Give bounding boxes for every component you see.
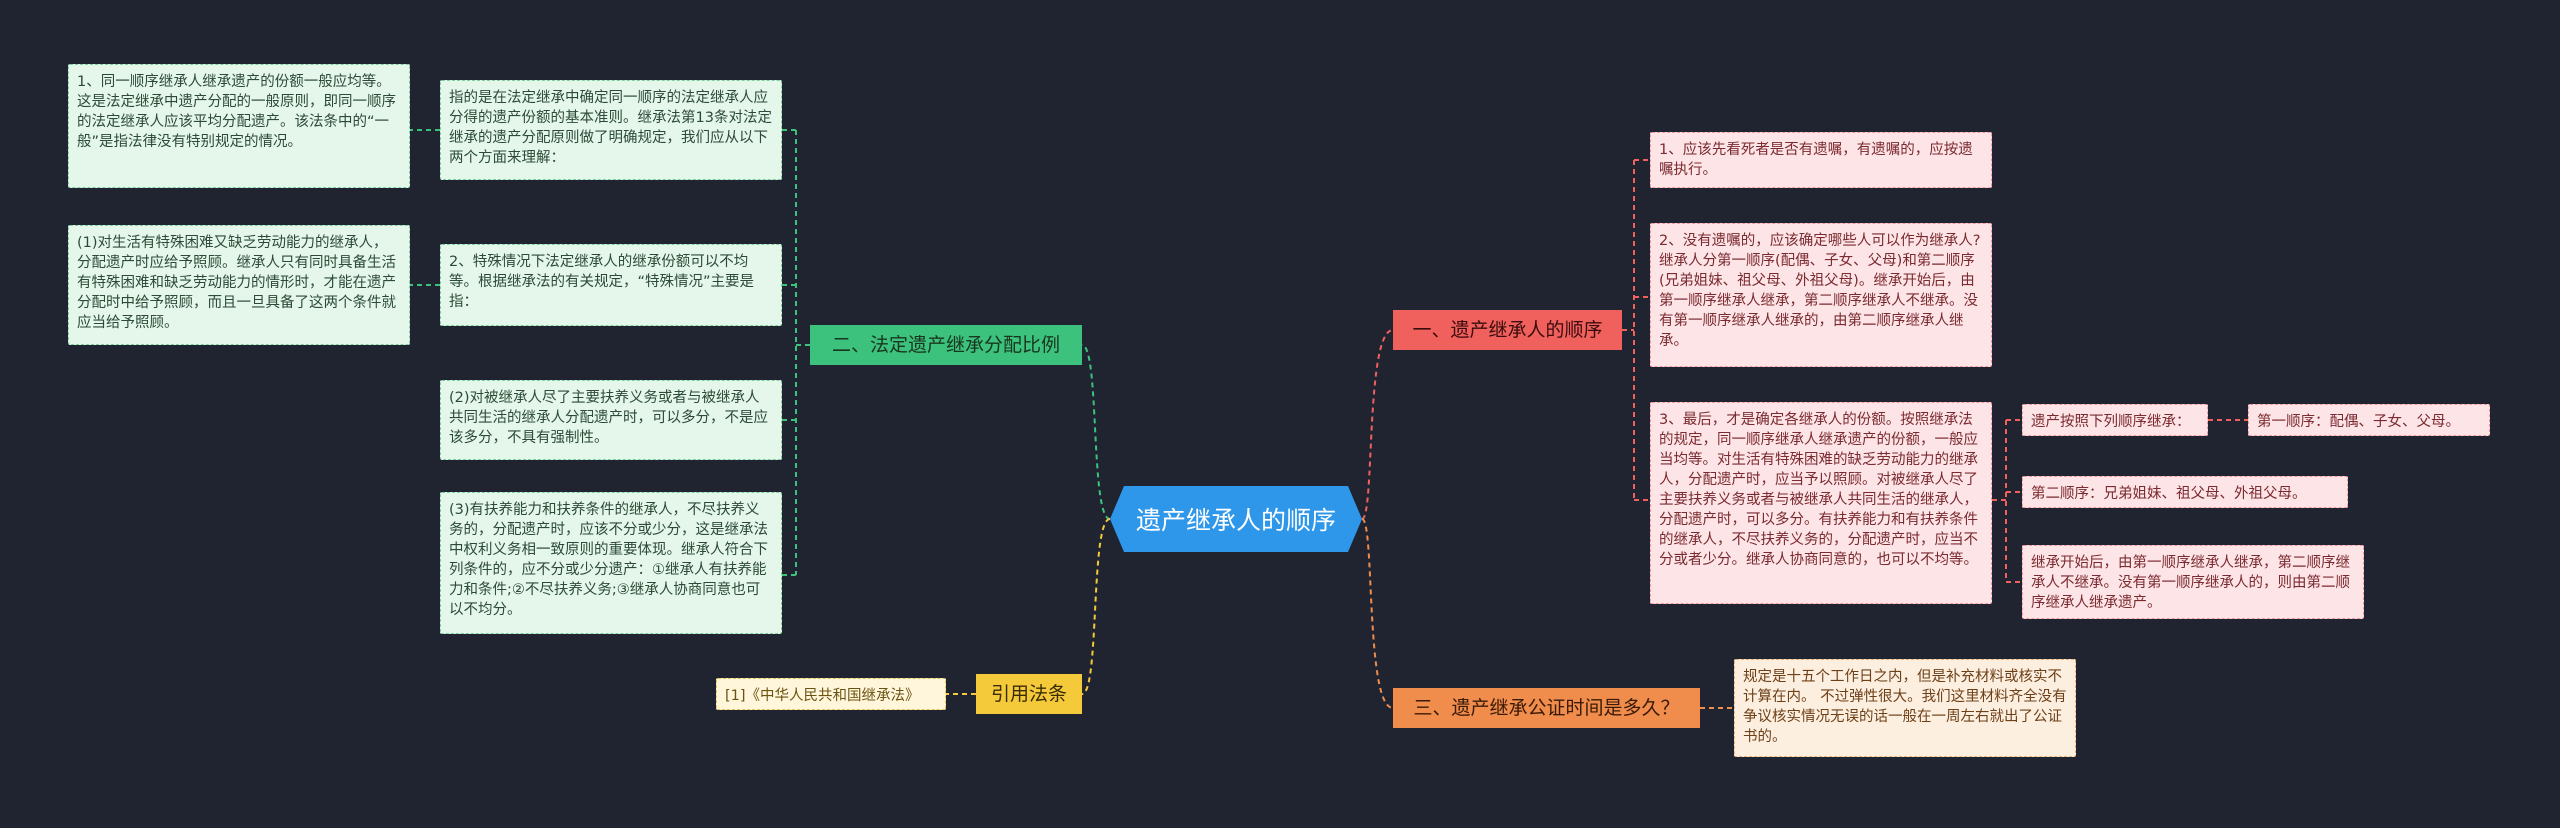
order-step-1-card[interactable]: 1、应该先看死者是否有遗嘱，有遗嘱的，应按遗嘱执行。 (1650, 132, 1992, 188)
order-second-sequence-card[interactable]: 第二顺序：兄弟姐妹、祖父母、外祖父母。 (2022, 476, 2348, 508)
link-root-law (1081, 518, 1111, 695)
order-step-3-card[interactable]: 3、最后，才是确定各继承人的份额。按照继承法的规定，同一顺序继承人继承遗产的份额… (1650, 402, 1992, 604)
link-root-ratio (1081, 344, 1111, 520)
ratio-principle-card[interactable]: 指的是在法定继承中确定同一顺序的法定继承人应分得的遗产份额的基本准则。继承法第1… (440, 80, 782, 180)
order-sequence-card[interactable]: 遗产按照下列顺序继承： (2022, 404, 2208, 436)
root-topic[interactable]: 遗产继承人的顺序 (1110, 486, 1362, 552)
law-citation-card[interactable]: [1]《中华人民共和国继承法》 (716, 678, 946, 710)
ratio-equal-share-card[interactable]: 1、同一顺序继承人继承遗产的份额一般应均等。这是法定继承中遗产分配的一般原则，即… (68, 64, 410, 188)
notary-time-card[interactable]: 规定是十五个工作日之内，但是补充材料或核实不计算在内。 不过弹性很大。我们这里材… (1734, 659, 2076, 757)
order-step-2-card[interactable]: 2、没有遗嘱的，应该确定哪些人可以作为继承人?继承人分第一顺序(配偶、子女、父母… (1650, 223, 1992, 367)
order-first-sequence-card[interactable]: 第一顺序：配偶、子女、父母。 (2248, 404, 2490, 436)
branch-inheritance-order[interactable]: 一、遗产继承人的顺序 (1393, 310, 1622, 350)
branch-notary-time[interactable]: 三、遗产继承公证时间是多久？ (1393, 688, 1700, 728)
ratio-no-support-card[interactable]: (3)有扶养能力和扶养条件的继承人，不尽扶养义务的，分配遗产时，应该不分或少分，… (440, 492, 782, 634)
link-order-children (1622, 159, 1650, 501)
ratio-hardship-card[interactable]: (1)对生活有特殊困难又缺乏劳动能力的继承人，分配遗产时应给予照顾。继承人只有同… (68, 225, 410, 345)
order-succession-rule-card[interactable]: 继承开始后，由第一顺序继承人继承，第二顺序继承人不继承。没有第一顺序继承人的，则… (2022, 545, 2364, 619)
ratio-support-duty-card[interactable]: (2)对被继承人尽了主要扶养义务或者与被继承人共同生活的继承人分配遗产时，可以多… (440, 380, 782, 460)
branch-distribution-ratio[interactable]: 二、法定遗产继承分配比例 (810, 325, 1082, 365)
link-root-notary (1361, 518, 1394, 709)
link-ratio-children (782, 129, 810, 576)
ratio-special-case-card[interactable]: 2、特殊情况下法定继承人的继承份额可以不均等。根据继承法的有关规定，“特殊情况”… (440, 244, 782, 326)
link-order-grandchildren (1992, 419, 2022, 583)
branch-cited-law[interactable]: 引用法条 (976, 674, 1082, 714)
link-root-order (1361, 329, 1394, 520)
